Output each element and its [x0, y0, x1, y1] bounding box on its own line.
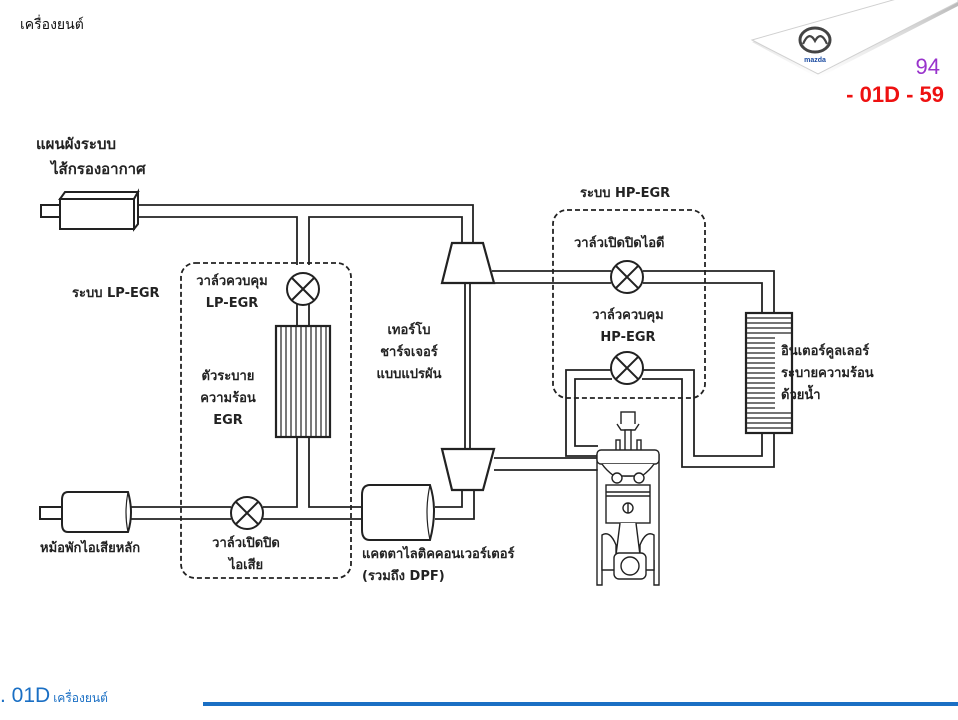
air-filter-icon — [40, 188, 140, 232]
turbine-outlet-pipe — [435, 490, 475, 520]
label-turbo-line2: ชาร์จเจอร์ — [380, 345, 438, 360]
charge-air-pipe — [492, 270, 775, 315]
intake-shutter-valve-icon — [610, 260, 644, 294]
label-intake-shutter-valve: วาล์วเปิดปิดไอดี — [574, 236, 665, 251]
label-catalytic-converter: แคตตาไลติคคอนเวอร์เตอร์ (รวมถึง DPF) — [362, 544, 515, 588]
label-main-muffler: หม้อพักไอเสียหลัก — [40, 541, 141, 556]
label-turbo-line3: แบบแปรผัน — [376, 367, 442, 382]
engine-cylinder-icon — [596, 411, 660, 586]
intake-pipe — [138, 204, 474, 265]
label-hp-egr-system: ระบบ HP-EGR — [580, 186, 671, 201]
hp-egr-valve-icon — [610, 351, 644, 385]
label-lp-egr-valve: วาล์วควบคุม LP-EGR — [186, 271, 278, 315]
lp-egr-valve-icon — [286, 272, 320, 306]
turbo-shaft — [464, 283, 471, 449]
label-catalytic-line1: แคตตาไลติคคอนเวอร์เตอร์ — [362, 547, 515, 562]
label-lp-egr-valve-line1: วาล์วควบคุม — [196, 274, 268, 289]
label-intercooler-line1: อินเตอร์คูลเลอร์ — [781, 344, 870, 359]
mazda-wordmark: mazda — [804, 57, 826, 64]
footer-divider — [203, 702, 958, 706]
turbo-turbine-icon — [440, 447, 496, 492]
label-hp-egr-valve: วาล์วควบคุม HP-EGR — [582, 305, 674, 349]
main-muffler-icon — [39, 491, 132, 533]
label-hp-egr-valve-line2: HP-EGR — [600, 330, 656, 345]
exhaust-shutter-valve-icon — [230, 496, 264, 530]
label-egr-cooler: ตัวระบาย ความร้อน EGR — [186, 366, 270, 432]
label-exhaust-shutter-line1: วาล์วเปิดปิด — [212, 536, 280, 551]
footer-code: . 01D — [0, 684, 51, 707]
header-banner: mazda — [750, 0, 958, 78]
label-lp-egr-system: ระบบ LP-EGR — [72, 286, 160, 301]
intake-manifold-pipe — [494, 369, 775, 471]
page-number: 94 — [915, 54, 940, 79]
header-title: เครื่องยนต์ — [20, 17, 84, 33]
diagram-title: แผนผังระบบ — [36, 135, 116, 153]
banner-strip — [750, 0, 958, 75]
label-air-filter: ไส้กรองอากาศ — [51, 160, 146, 178]
label-exhaust-shutter-valve: วาล์วเปิดปิด ไอเสีย — [196, 533, 296, 577]
label-turbo-line1: เทอร์โบ — [387, 323, 431, 338]
footer-subtitle: เครื่องยนต์ — [53, 691, 108, 705]
catalytic-converter-icon — [361, 484, 435, 541]
turbo-compressor-icon — [440, 241, 496, 285]
label-turbocharger: เทอร์โบ ชาร์จเจอร์ แบบแปรผัน — [364, 320, 454, 386]
label-catalytic-line2: (รวมถึง DPF) — [362, 569, 445, 584]
egr-cooler-icon — [274, 324, 332, 439]
lp-egr-system-boundary — [180, 262, 352, 579]
hp-egr-system-boundary — [552, 209, 706, 399]
label-intercooler-line3: ด้วยน้ำ — [781, 388, 821, 403]
label-egr-cooler-line1: ตัวระบาย — [201, 369, 255, 384]
intercooler-icon — [744, 311, 794, 435]
label-egr-cooler-line2: ความร้อน — [200, 391, 256, 406]
label-lp-egr-valve-line2: LP-EGR — [205, 296, 259, 311]
label-exhaust-shutter-line2: ไอเสีย — [228, 558, 264, 573]
section-code: - 01D - 59 — [846, 82, 944, 107]
label-egr-cooler-line3: EGR — [213, 413, 243, 428]
label-intercooler-line2: ระบายความร้อน — [781, 366, 874, 381]
lp-egr-pipe — [296, 301, 310, 505]
label-hp-egr-valve-line1: วาล์วควบคุม — [592, 308, 664, 323]
exhaust-pipe — [131, 505, 362, 520]
label-intercooler: อินเตอร์คูลเลอร์ ระบายความร้อน ด้วยน้ำ — [781, 341, 874, 407]
mazda-logo-icon — [798, 26, 832, 54]
